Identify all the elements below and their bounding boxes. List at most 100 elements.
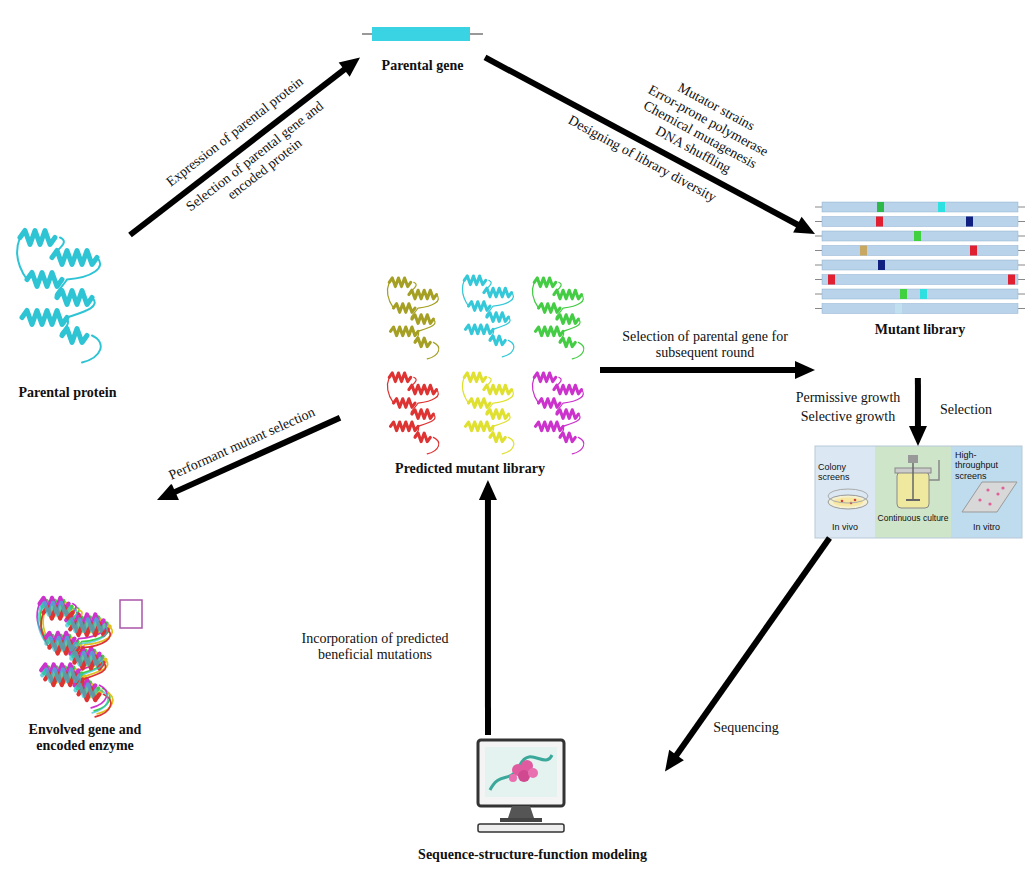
drawing-part (822, 246, 1018, 256)
drawing-part (500, 818, 542, 822)
node-label: High-throughput screens (955, 450, 1015, 481)
edge-label: Selection of parental gene for subsequen… (603, 329, 807, 361)
figure-node: Predicted mutant library (340, 265, 600, 480)
drawing-part (462, 373, 513, 454)
drawing-part (929, 460, 939, 480)
figure-node: Continuous culture (875, 446, 951, 538)
annotation-label: Selective growth (799, 409, 897, 425)
drawing-part (877, 202, 884, 212)
drawing-part (462, 276, 513, 357)
drawing-part (878, 260, 885, 270)
drawing-part (895, 304, 902, 314)
edge-label: Sequencing (711, 720, 780, 736)
node-label: In vivo (832, 522, 858, 532)
drawing-part (951, 446, 1022, 538)
drawing-part (490, 755, 552, 790)
drawing-part (822, 202, 1018, 212)
drawing-part (908, 455, 918, 463)
arrow-shaft (675, 538, 829, 757)
node-label: Mutant library (875, 322, 966, 338)
arrowhead (909, 426, 927, 446)
flow-arrow (479, 480, 497, 735)
node-label: Parental gene (382, 58, 464, 74)
arrow-shaft (915, 378, 921, 428)
drawing-part (822, 231, 1018, 241)
bioreactor-icon (895, 455, 939, 508)
drawing-part (962, 482, 1017, 512)
petri-dish-icon (828, 489, 868, 509)
figure-node: Parental gene (360, 14, 485, 76)
drawing-part (988, 502, 991, 505)
drawing-part (860, 246, 867, 256)
figure-node: Mutant library (815, 198, 1025, 378)
edge-label: Incorporation of predicted beneficial mu… (273, 631, 477, 663)
arrow-shaft (485, 57, 799, 225)
drawing-part (372, 27, 470, 41)
drawing-part (509, 774, 517, 782)
screening-panels (815, 446, 1022, 538)
drawing-part (38, 603, 108, 713)
drawing-part (828, 495, 868, 509)
mutant-library-bars (815, 202, 1025, 314)
drawing-part (920, 289, 927, 299)
edge-label: Performant mutant selection (164, 403, 319, 484)
annotation-label: Permissive growth (794, 390, 903, 406)
computer-icon (478, 740, 564, 832)
drawing-part (815, 207, 1025, 309)
drawing-part (532, 373, 583, 454)
arrow-shaft (600, 367, 797, 373)
drawing-part (822, 202, 1018, 314)
evolved-enzyme-structure (37, 598, 142, 717)
node-label: Predicted mutant library (395, 461, 545, 477)
drawing-part (906, 499, 920, 501)
flow-arrow (665, 538, 829, 771)
drawing-part (822, 289, 1018, 299)
flow-arrow (157, 418, 340, 500)
drawing-part (120, 600, 142, 628)
node-label: Parental protein (19, 385, 117, 401)
drawing-part (815, 446, 875, 538)
drawing-part (828, 275, 835, 285)
drawing-part (900, 289, 907, 299)
figure-node: Parental protein (5, 205, 130, 405)
arrowhead (795, 361, 815, 379)
drawing-part (828, 489, 868, 503)
drawing-part (876, 217, 883, 227)
microplate-icon (962, 482, 1017, 512)
drawing-part (970, 246, 977, 256)
figure-node: Colony screensIn vivo (815, 446, 875, 538)
figure-node: High-throughput screensIn vitro (951, 446, 1022, 538)
drawing-part (822, 304, 1018, 314)
drawing-part (938, 202, 945, 212)
edge-label: Selection (938, 402, 994, 418)
parental-gene-bar (362, 27, 483, 41)
arrow-shaft (130, 68, 346, 235)
arrowhead (479, 480, 497, 500)
drawing-part (854, 499, 857, 502)
drawing-part (485, 747, 557, 797)
drawing-part (1008, 275, 1015, 285)
drawing-part (1001, 486, 1004, 489)
drawing-part (986, 488, 989, 491)
figure-node: Envolved gene and encoded enzyme (5, 500, 165, 762)
screening-panel: Colony screensIn vivoContinuous cultureH… (815, 446, 1022, 538)
drawing-part (996, 492, 999, 495)
drawing-part (815, 446, 1022, 538)
parental-protein-structure (17, 231, 101, 363)
drawing-part (875, 446, 951, 538)
drawing-part (822, 217, 1018, 227)
drawing-part (478, 740, 564, 806)
drawing-part (532, 278, 583, 359)
drawing-part (478, 824, 564, 832)
node-label: Continuous culture (876, 514, 950, 524)
flow-arrow (909, 378, 927, 446)
arrow-shaft (485, 498, 491, 735)
drawing-part (914, 231, 921, 241)
drawing-part (387, 373, 438, 454)
drawing-part (528, 768, 538, 778)
drawing-part (822, 275, 1018, 285)
flow-arrow (600, 361, 815, 379)
drawing-part (508, 806, 534, 818)
drawing-part (966, 217, 973, 227)
drawing-part (841, 500, 844, 503)
